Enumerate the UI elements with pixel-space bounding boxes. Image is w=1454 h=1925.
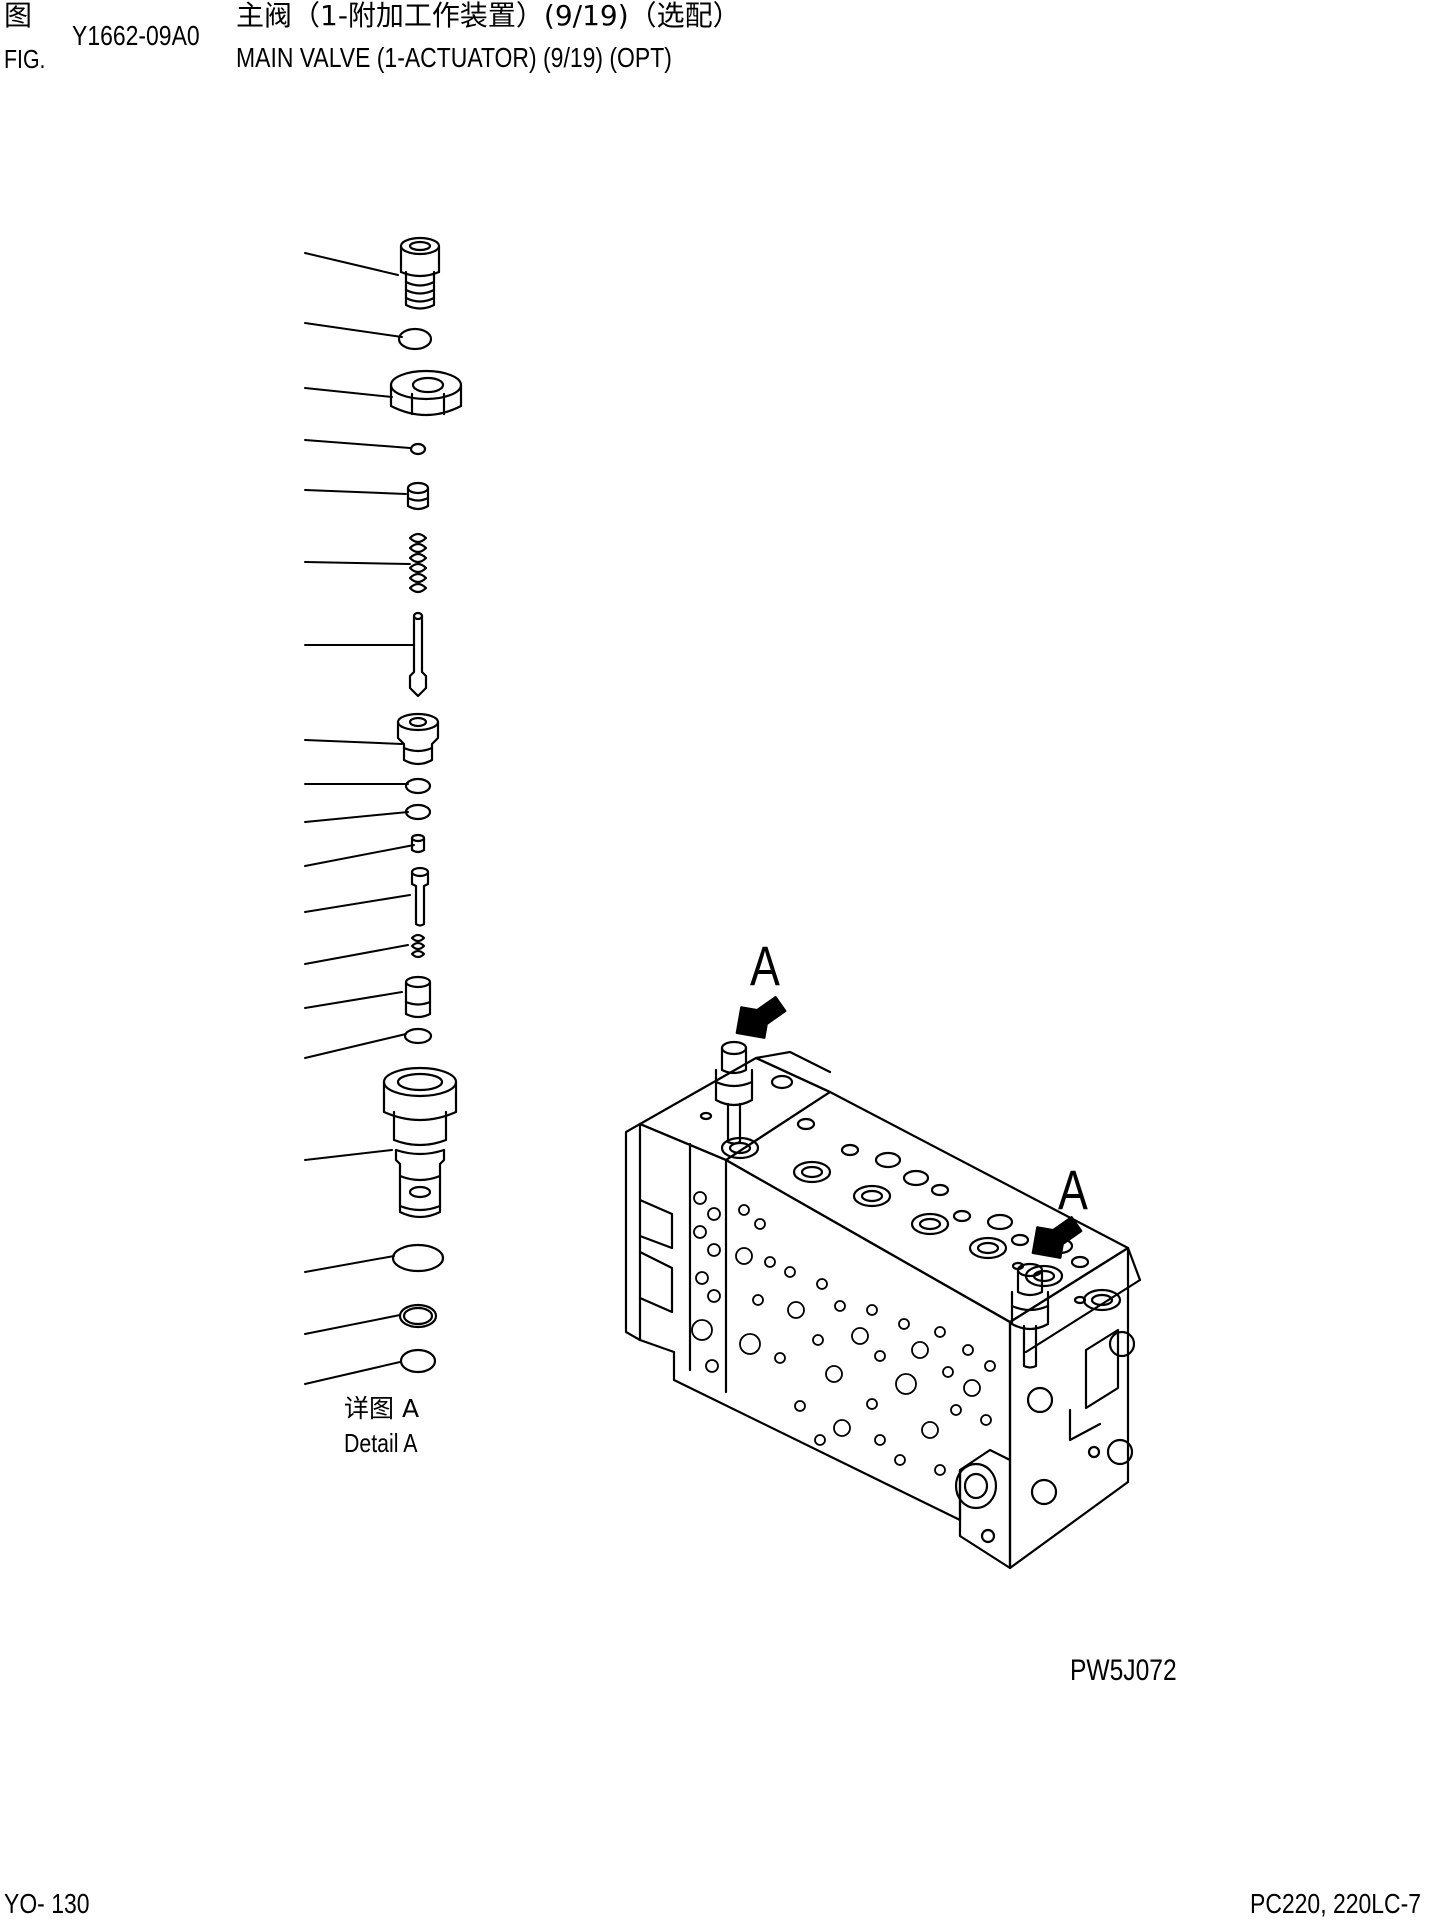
sleeve-part <box>404 975 432 1019</box>
fig-label-en: FIG. <box>4 44 46 74</box>
leader-lines <box>304 252 415 1385</box>
fig-number: Y1662-09A0 <box>72 20 200 51</box>
leader-line <box>304 1149 393 1161</box>
view-arrow-a2 <box>1031 1216 1083 1259</box>
leader-line <box>304 811 409 823</box>
fig-label-cn: 图 <box>4 0 33 32</box>
leader-line <box>304 1033 407 1059</box>
leader-line <box>304 944 409 965</box>
o-ring <box>397 327 433 351</box>
detail-label-cn: 详图 A <box>344 1394 420 1423</box>
o-ring <box>403 1027 433 1045</box>
page-title-cn: 主阀（1-附加工作装置）(9/19)（选配） <box>236 0 741 32</box>
leader-line <box>304 844 415 867</box>
installed-relief-valve-1 <box>714 1040 754 1145</box>
leader-line <box>304 1361 401 1385</box>
lock-nut <box>389 369 463 416</box>
view-letter-a: A <box>1058 1158 1088 1221</box>
detail-label-en: Detail A <box>344 1428 418 1458</box>
leader-line <box>304 561 411 565</box>
leader-line <box>304 991 403 1009</box>
main-valve-assembly <box>624 996 1142 1570</box>
o-ring-large <box>391 1243 445 1273</box>
leader-line <box>304 1255 395 1273</box>
piston-small <box>410 833 426 854</box>
leader-line <box>304 252 399 276</box>
poppet-needle <box>408 611 428 698</box>
leader-line <box>304 322 403 338</box>
installed-relief-valve-2 <box>1010 1262 1050 1369</box>
leader-line <box>304 1314 401 1335</box>
backup-ring-large <box>398 1303 438 1329</box>
spring-part <box>408 532 428 594</box>
spring-small <box>410 933 426 959</box>
pin-part <box>410 866 430 927</box>
relief-valve-body <box>382 1066 458 1219</box>
end-block-details <box>954 1328 1136 1544</box>
plug-part <box>399 236 441 310</box>
seat-part <box>396 712 440 766</box>
small-ring <box>409 442 427 456</box>
view-letter-a: A <box>750 934 780 997</box>
page-number: YO- 130 <box>4 1888 90 1919</box>
leader-line <box>304 894 411 913</box>
front-ports <box>691 1191 996 1476</box>
machine-model: PC220, 220LC-7 <box>1250 1888 1422 1919</box>
backup-ring <box>404 777 432 795</box>
leader-line <box>304 387 393 398</box>
illustration-ref-code: PW5J072 <box>1070 1654 1177 1687</box>
leader-line <box>304 489 407 495</box>
o-ring <box>399 1348 437 1374</box>
cap-part <box>406 481 430 511</box>
view-arrow-a1 <box>735 996 787 1039</box>
leader-line <box>304 739 403 745</box>
leader-line <box>304 439 411 449</box>
page-title-en: MAIN VALVE (1-ACTUATOR) (9/19) (OPT) <box>236 42 672 73</box>
o-ring <box>404 803 432 821</box>
